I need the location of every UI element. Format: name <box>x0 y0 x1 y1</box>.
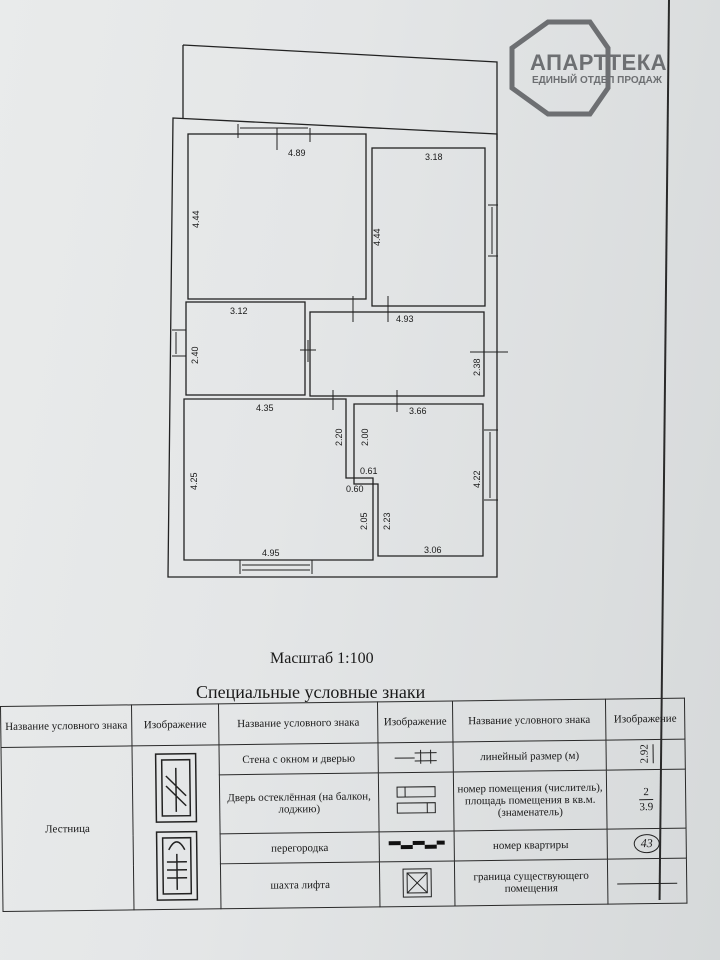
window-mark <box>484 429 498 501</box>
dimension-label: 4.22 <box>472 470 482 488</box>
dimension-label: 3.66 <box>409 406 427 416</box>
legend-elevator-label: шахта лифта <box>220 862 380 909</box>
legend-wall-label: Стена с окном и дверью <box>218 742 379 776</box>
legend-header: Изображение <box>605 698 685 741</box>
door-mark <box>276 128 508 412</box>
legend-room-number-label: номер помещения (числитель), площадь пом… <box>453 770 608 832</box>
logo-name: АПАРТТЕКА <box>530 50 668 75</box>
stair-icon <box>154 752 199 901</box>
dimension-label: 4.95 <box>262 548 280 558</box>
boundary-line-sample <box>617 882 678 885</box>
logo-hexagon-icon <box>509 19 611 117</box>
dimension-label: 4.93 <box>396 314 414 324</box>
dimension-label: 3.12 <box>230 306 248 316</box>
legend-apartment-label: номер квартиры <box>454 829 608 862</box>
legend-row: перегородка номер квартиры 43 <box>2 828 687 867</box>
legend-stair-label: Лестница <box>1 745 135 912</box>
legend-stair-symbol <box>131 744 221 910</box>
legend-glazed-door-symbol <box>378 772 455 832</box>
window-mark <box>488 204 498 257</box>
elevator-shaft-icon <box>402 867 432 898</box>
dimension-label: 3.18 <box>425 152 443 162</box>
window-mark <box>237 124 311 142</box>
legend-partition-label: перегородка <box>220 831 380 865</box>
dimension-label: 4.44 <box>372 228 382 246</box>
room-outline <box>185 301 306 396</box>
legend-header: Название условного знака <box>452 699 606 742</box>
legend-linear-label: линейный размер (м) <box>452 740 607 773</box>
balcony-outline <box>182 44 498 140</box>
room-outline <box>371 147 486 307</box>
dimension-label: 2.00 <box>360 428 370 446</box>
dimension-label: 0.61 <box>360 466 378 476</box>
dimension-label: 4.25 <box>189 472 199 490</box>
dimension-label: 2.40 <box>190 346 200 364</box>
window-mark <box>172 329 186 357</box>
dimension-label: 2.23 <box>382 512 392 530</box>
scale-label: Масштаб 1:100 <box>270 650 374 667</box>
legend-row: шахта лифта граница существующего помеще… <box>2 858 687 912</box>
legend-partition-symbol <box>379 831 455 863</box>
wall-window-door-icon <box>394 749 437 765</box>
glazed-door-icon <box>396 785 436 814</box>
dimension-label: 2.05 <box>359 512 369 530</box>
dimension-label: 3.06 <box>424 545 442 555</box>
partition-icon <box>388 840 445 850</box>
room-outline <box>187 133 367 300</box>
dimension-label: 4.44 <box>191 210 201 228</box>
legend-title: Специальные условные знаки <box>196 682 426 702</box>
apartment-number-sample: 43 <box>633 834 660 854</box>
legend-elevator-symbol <box>379 861 455 907</box>
legend-header: Название условного знака <box>0 704 132 748</box>
room-outline <box>183 398 374 561</box>
dimension-label: 4.35 <box>256 403 274 413</box>
legend-header: Название условного знака <box>218 701 378 745</box>
legend-row: Дверь остеклённая (на балкон, лоджию) но… <box>1 769 687 836</box>
floor-plan: 4.89 3.18 4.44 4.44 3.12 4.93 2.40 2.38 … <box>167 44 508 578</box>
dimension-label: 2.38 <box>472 358 482 376</box>
legend-boundary-label: граница существующего помещения <box>454 859 608 906</box>
dimension-label: 4.89 <box>288 148 306 158</box>
legend-header: Изображение <box>377 700 453 743</box>
linear-size-sample: 2.92 <box>638 743 654 764</box>
legend-header: Изображение <box>131 703 219 746</box>
legend-table: Название условного знака Изображение Наз… <box>0 698 687 912</box>
room-outline <box>353 403 484 557</box>
room-outline <box>309 311 485 397</box>
dimension-label: 0.60 <box>346 484 364 494</box>
room-number-sample: 2 3.9 <box>639 784 654 813</box>
window-mark <box>239 560 313 574</box>
outer-wall <box>167 117 498 578</box>
dimension-label: 2.20 <box>334 428 344 446</box>
legend-row: Лестница Стена с окном и дверью линейный… <box>1 739 686 912</box>
legend-wall-symbol <box>377 741 454 774</box>
legend-glazed-door-label: Дверь остеклённая (на балкон, лоджию) <box>219 773 380 834</box>
logo-subtitle: ЕДИНЫЙ ОТДЕЛ ПРОДАЖ <box>532 75 662 86</box>
